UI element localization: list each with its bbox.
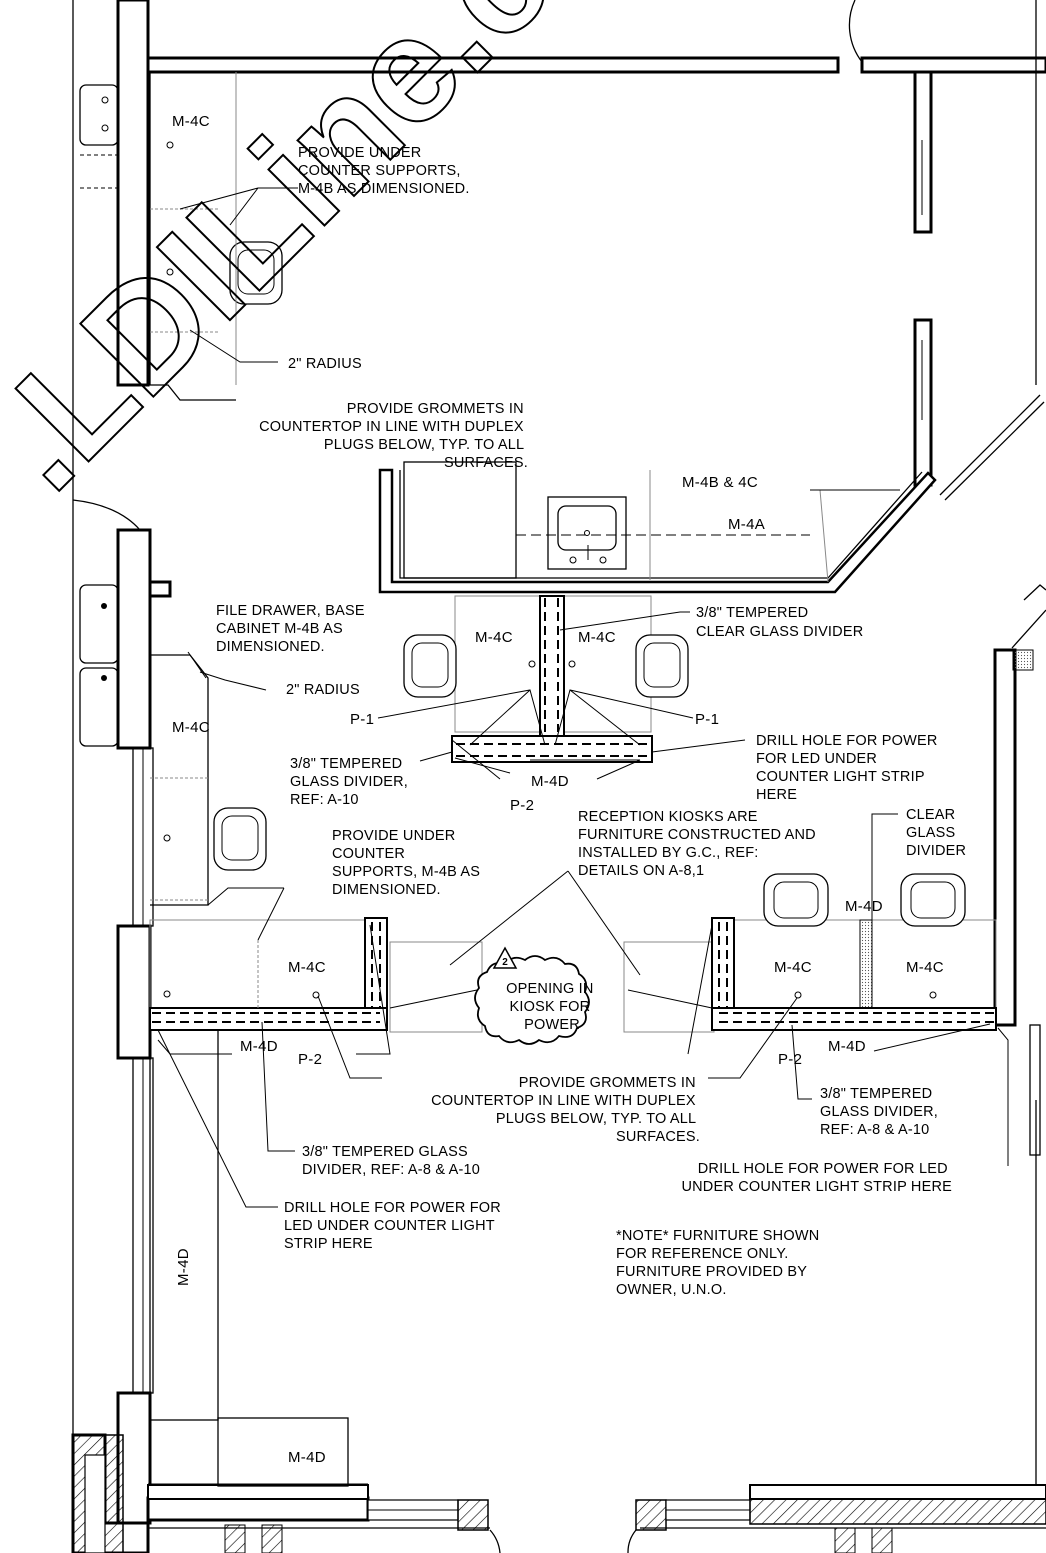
tag-p1-left: P-1 [350, 711, 374, 728]
note-radius-mid: 2" RADIUS [286, 682, 360, 698]
wall-top [146, 56, 840, 74]
tag-m4b-4c: M-4B & 4C [682, 474, 758, 491]
note-reception: RECEPTION KIOSKS ARE FURNITURE CONSTRUCT… [578, 809, 820, 879]
note-tempered-left: 3/8" TEMPERED GLASS DIVIDER, REF: A-10 [290, 756, 412, 808]
note-clear-glass: CLEAR GLASS DIVIDER [906, 807, 966, 859]
tag-m4d-vertical: M-4D [175, 1248, 192, 1286]
note-opening: OPENING IN KIOSK FOR POWER [506, 981, 598, 1033]
walls [71, 0, 1046, 1553]
note-grommets-bottom: PROVIDE GROMMETS IN COUNTERTOP IN LINE W… [431, 1075, 700, 1145]
tag-m4c-lower-right-b: M-4C [906, 959, 944, 976]
note-tempered-right: 3/8" TEMPERED GLASS DIVIDER, REF: A-8 & … [820, 1086, 942, 1138]
lower-right-kiosk [623, 873, 997, 1033]
note-file-drawer: FILE DRAWER, BASE CABINET M-4B AS DIMENS… [216, 603, 369, 655]
leader-lines [157, 187, 1009, 1208]
tags: M-4C M-4B & 4C M-4A M-4C M-4C P-1 P-1 M-… [172, 113, 944, 1466]
tag-m4d-mid: M-4D [531, 773, 569, 790]
note-drill-top: DRILL HOLE FOR POWER FOR LED UNDER COUNT… [756, 733, 942, 803]
tag-m4d-lower-left: M-4D [240, 1038, 278, 1055]
revision-number: 2 [502, 957, 508, 968]
note-drill-right: DRILL HOLE FOR POWER FOR LED UNDER COUNT… [681, 1161, 952, 1195]
revision-cloud: 2 [474, 946, 590, 1045]
tag-p2-lower-left: P-2 [298, 1051, 322, 1068]
tag-m4a: M-4A [728, 516, 765, 533]
tag-p1-right: P-1 [695, 711, 719, 728]
note-tempered-clear: 3/8" TEMPERED CLEAR GLASS DIVIDER [696, 605, 863, 640]
note-under-supports-mid: PROVIDE UNDER COUNTER SUPPORTS, M-4B AS … [332, 828, 484, 898]
note-grommets-top: PROVIDE GROMMETS IN COUNTERTOP IN LINE W… [259, 401, 528, 471]
left-desk [149, 72, 283, 906]
tag-m4c-kiosk-left: M-4C [475, 629, 513, 646]
notes: PROVIDE UNDER COUNTER SUPPORTS, M-4B AS … [216, 145, 966, 1298]
tag-p2-mid: P-2 [510, 797, 534, 814]
wall-top-left [116, 0, 150, 387]
note-furniture: *NOTE* FURNITURE SHOWN FOR REFERENCE ONL… [616, 1228, 824, 1298]
note-drill-left: DRILL HOLE FOR POWER FOR LED UNDER COUNT… [284, 1200, 505, 1252]
rear-counter [378, 461, 937, 594]
note-tempered-bottom: 3/8" TEMPERED GLASS DIVIDER, REF: A-8 & … [302, 1144, 480, 1178]
tag-m4d-divider: M-4D [845, 898, 883, 915]
tag-m4c-top-left: M-4C [172, 113, 210, 130]
tag-p2-lower-right: P-2 [778, 1051, 802, 1068]
tag-m4c-left-desk: M-4C [172, 719, 210, 736]
tag-m4c-kiosk-right: M-4C [578, 629, 616, 646]
tag-m4d-bottom: M-4D [288, 1449, 326, 1466]
note-under-supports-top: PROVIDE UNDER COUNTER SUPPORTS, M-4B AS … [298, 145, 470, 197]
tag-m4d-lower-right: M-4D [828, 1038, 866, 1055]
tag-m4c-lower-left: M-4C [288, 959, 326, 976]
lower-left-kiosk [149, 917, 483, 1487]
center-kiosk [403, 595, 689, 763]
tag-m4c-lower-right-a: M-4C [774, 959, 812, 976]
note-radius-top: 2" RADIUS [288, 356, 362, 372]
